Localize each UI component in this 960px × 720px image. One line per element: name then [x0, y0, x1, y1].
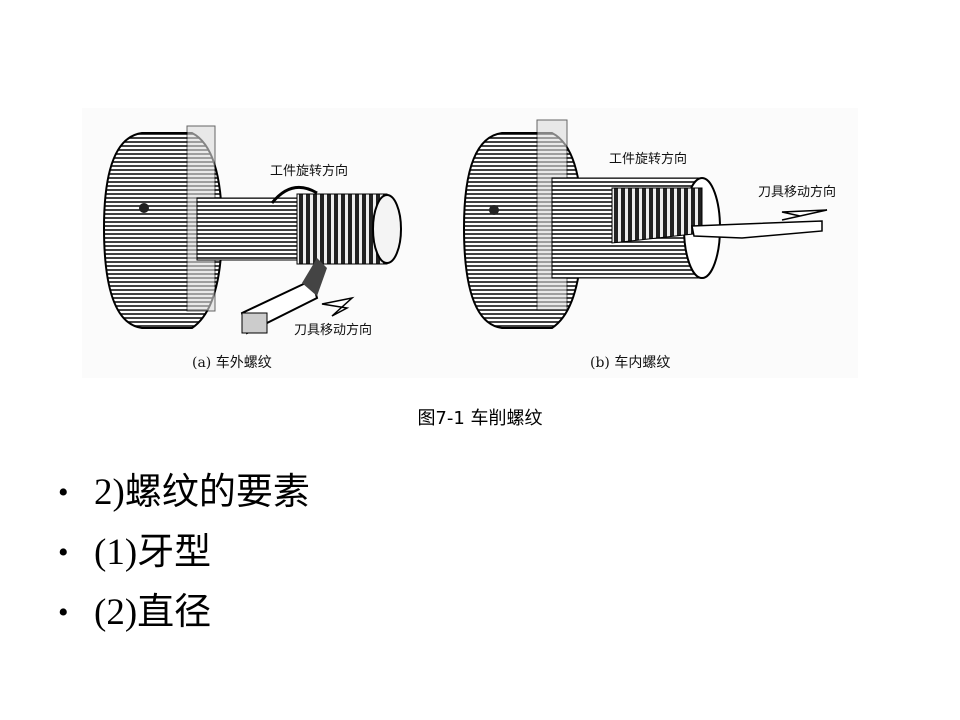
list-item: • (1)牙型: [58, 528, 310, 588]
list-item: • 2)螺纹的要素: [58, 468, 310, 528]
figure-title: 图7-1 车削螺纹: [417, 408, 543, 429]
tool-direction-label-b: 刀具移动方向: [758, 185, 837, 200]
panel-b-caption: (b) 车内螺纹: [590, 355, 671, 371]
list-item-text: 2)螺纹的要素: [94, 472, 310, 513]
list-item: • (2)直径: [58, 588, 310, 648]
list-item-text: (1)牙型: [94, 532, 212, 573]
bullet-list: • 2)螺纹的要素 • (1)牙型 • (2)直径: [58, 468, 310, 648]
bullet-icon: •: [58, 596, 69, 629]
external-thread-drawing: [102, 125, 402, 335]
rotation-direction-label-b: 工件旋转方向: [609, 152, 688, 167]
tool-direction-label-a: 刀具移动方向: [294, 323, 373, 338]
thread-turning-illustration: [102, 119, 828, 335]
panel-a-caption: (a) 车外螺纹: [192, 355, 272, 371]
bullet-icon: •: [58, 536, 69, 569]
bullet-icon: •: [58, 476, 69, 509]
internal-thread-drawing: [462, 119, 828, 329]
list-item-text: (2)直径: [94, 592, 212, 633]
rotation-direction-label-a: 工件旋转方向: [270, 164, 349, 179]
lathe-thread-figure: 工件旋转方向 刀具移动方向 (a) 车外螺纹 工件旋转方向 刀具移动方向 (b)…: [82, 108, 858, 378]
